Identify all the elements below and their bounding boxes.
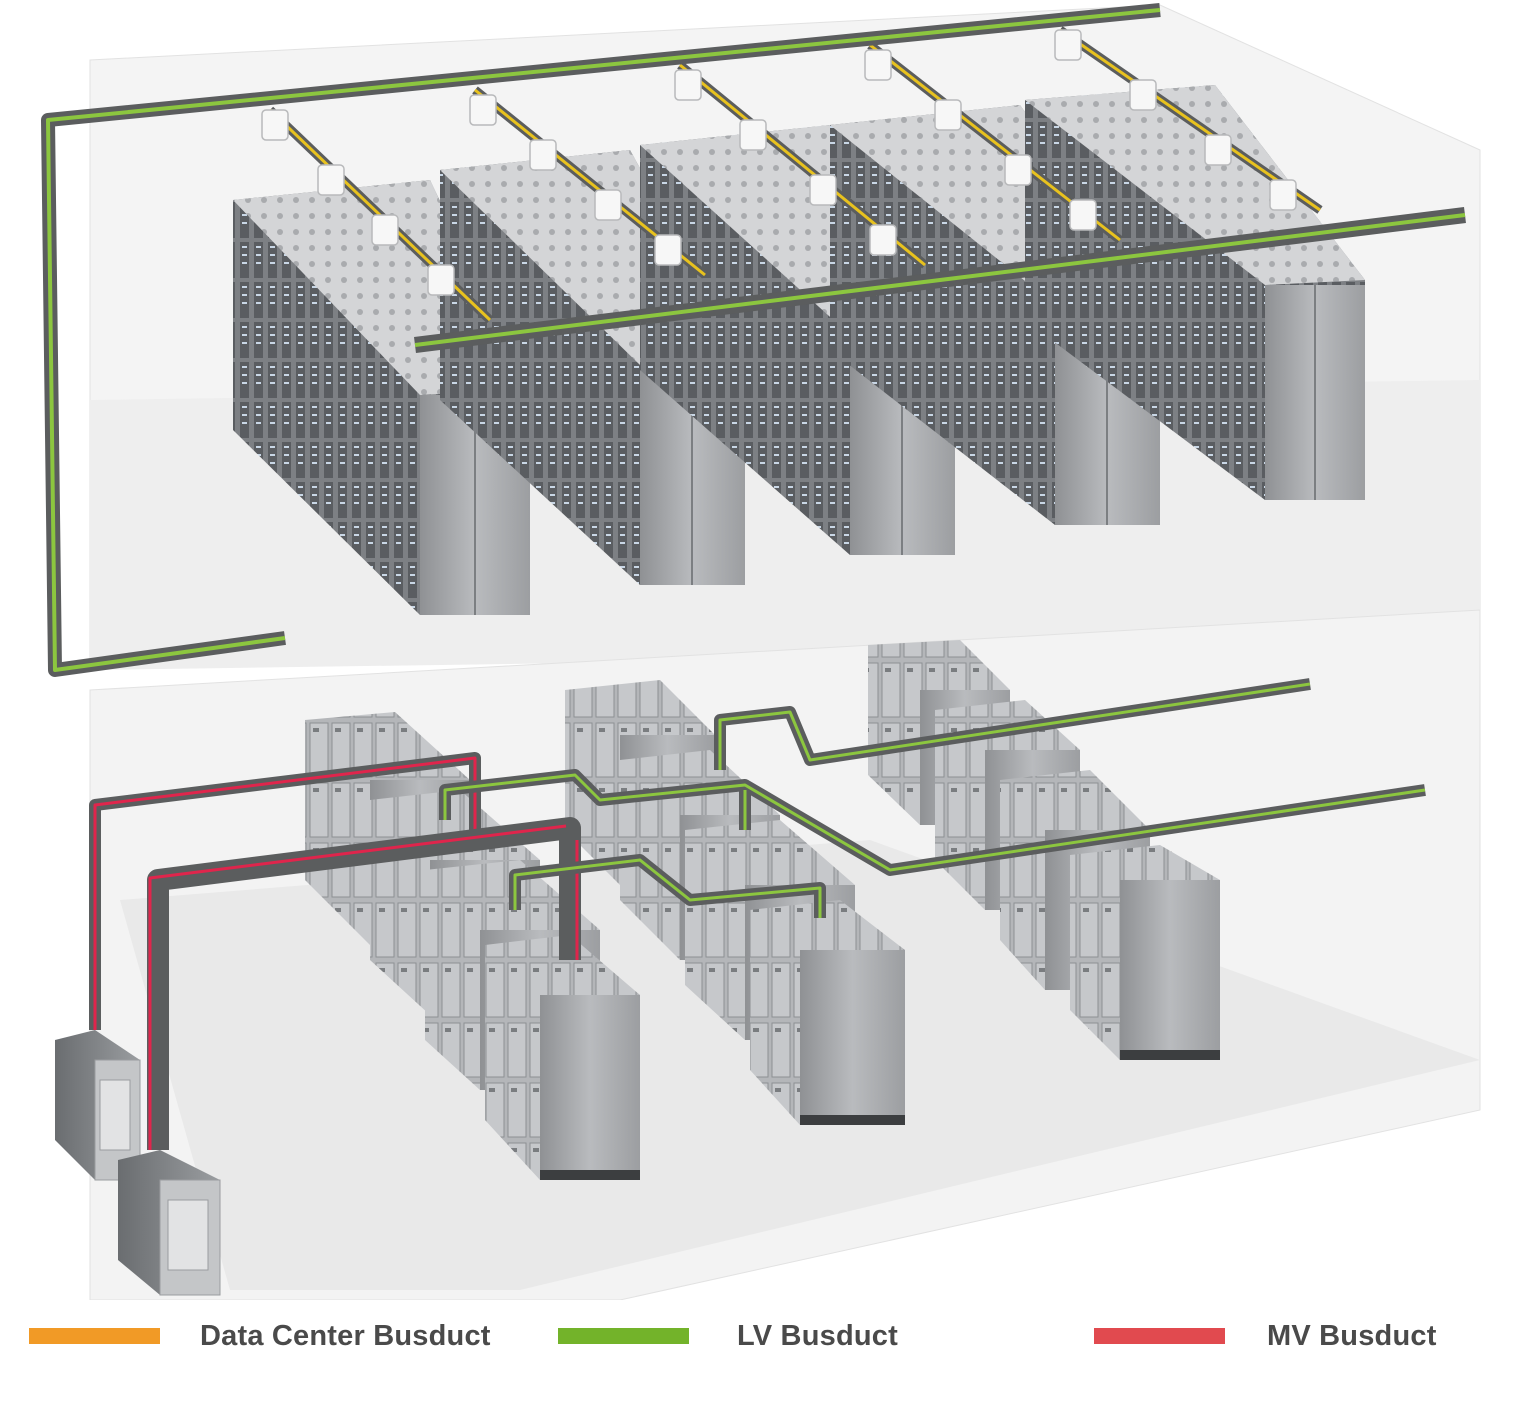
data-center-busducts bbox=[261, 26, 1323, 324]
legend-item-lv-busduct: LV Busduct bbox=[558, 1316, 898, 1356]
legend-item-data-center-busduct: Data Center Busduct bbox=[29, 1316, 491, 1356]
transformer bbox=[55, 1030, 141, 1181]
busduct-distribution-diagram bbox=[41, 3, 1481, 1300]
tap-off-units bbox=[261, 29, 1297, 296]
mv-busduct-1 bbox=[89, 752, 481, 1030]
legend-swatch bbox=[1094, 1328, 1225, 1344]
legend: Data Center Busduct LV Busduct MV Busduc… bbox=[0, 1300, 1520, 1417]
legend-label: LV Busduct bbox=[737, 1319, 898, 1352]
legend-swatch bbox=[558, 1328, 689, 1344]
switchgear-cabinet bbox=[1070, 845, 1220, 1060]
switchgear-cabinet bbox=[485, 935, 640, 1180]
switchgear-cabinet bbox=[750, 900, 905, 1125]
transformers bbox=[55, 1030, 221, 1296]
transformer bbox=[118, 1150, 221, 1296]
legend-label: Data Center Busduct bbox=[200, 1319, 491, 1352]
mv-busduct-2 bbox=[147, 817, 581, 1150]
legend-item-mv-busduct: MV Busduct bbox=[1094, 1316, 1437, 1356]
legend-swatch bbox=[29, 1328, 160, 1344]
legend-label: MV Busduct bbox=[1267, 1319, 1437, 1352]
mv-busducts bbox=[89, 752, 581, 1150]
lv-busduct-lower bbox=[439, 678, 1426, 918]
lv-busduct-upper bbox=[41, 3, 1466, 677]
